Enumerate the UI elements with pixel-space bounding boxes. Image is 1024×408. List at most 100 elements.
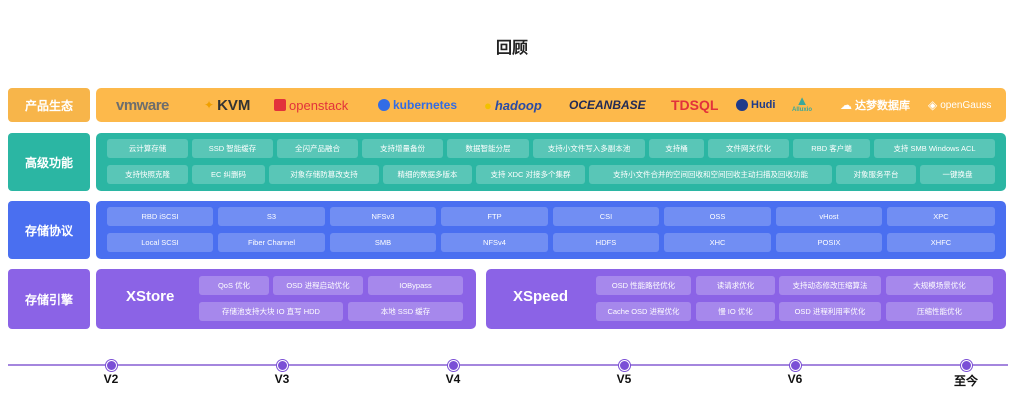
brand-hudi-label: Hudi (751, 99, 776, 111)
feature-pill: 全闪产品融合 (277, 139, 358, 158)
brand-oceanbase-label: OCEANBASE (569, 98, 646, 112)
brand-kubernetes: kubernetes (378, 94, 457, 116)
feature-pill: EC 纠删码 (192, 165, 265, 184)
brand-hadoop: ● hadoop (484, 94, 542, 116)
row-label-advanced: 高级功能 (8, 133, 90, 191)
protocol-panel (96, 201, 1006, 259)
timeline-label-v5: V5 (616, 372, 632, 386)
protocol-pill: SMB (330, 233, 436, 252)
dameng-icon: ☁ (840, 98, 852, 112)
feature-pill: 文件网关优化 (708, 139, 789, 158)
xspeed-pill: 大规模场景优化 (886, 276, 993, 295)
xspeed-pill: OSD 进程利用率优化 (779, 302, 881, 321)
xspeed-panel (486, 269, 1006, 329)
feature-pill: 数据智能分层 (447, 139, 529, 158)
brand-alluxio-label: Alluxio (792, 107, 813, 113)
feature-pill: 支持桶 (649, 139, 704, 158)
brand-opengauss: ◈ openGauss (928, 94, 991, 116)
ecosystem-panel (96, 88, 1006, 122)
brand-hadoop-label: hadoop (494, 97, 542, 113)
feature-pill: 精细的数据多版本 (383, 165, 472, 184)
openstack-icon (274, 99, 286, 111)
feature-pill: 一键换盘 (920, 165, 995, 184)
feature-pill: RBD 客户端 (793, 139, 870, 158)
page-title: 回顾 (495, 40, 528, 57)
protocol-pill: Local SCSI (107, 233, 213, 252)
protocol-pill: POSIX (776, 233, 882, 252)
feature-pill: SSD 智能缓存 (192, 139, 273, 158)
brand-alluxio: ▲ Alluxio (792, 94, 812, 116)
brand-openstack-label: openstack (289, 97, 349, 113)
brand-tdsql: TDSQL (671, 94, 718, 116)
feature-pill: 对象存储防篡改支持 (269, 165, 379, 184)
timeline-label-v3: V3 (274, 372, 290, 386)
timeline-label-v6: V6 (787, 372, 803, 386)
xspeed-pill: 支持动态修改压缩算法 (779, 276, 881, 295)
brand-hudi: Hudi (736, 94, 775, 116)
protocol-pill: HDFS (553, 233, 659, 252)
protocol-pill: Fiber Channel (218, 233, 325, 252)
hudi-icon (736, 99, 748, 111)
row-label-protocol: 存储协议 (8, 201, 90, 259)
xstore-pill: OSD 进程启动优化 (273, 276, 363, 295)
xspeed-pill: 慢 IO 优化 (696, 302, 775, 321)
brand-kvm-label: KVM (217, 96, 251, 114)
brand-oceanbase: OCEANBASE (569, 94, 646, 116)
xstore-pill: IOBypass (368, 276, 463, 295)
timeline-label-v2: V2 (103, 372, 119, 386)
advanced-panel (96, 133, 1006, 191)
xstore-pill: 本地 SSD 缓存 (348, 302, 463, 321)
xspeed-pill: 读请求优化 (696, 276, 775, 295)
row-label-engine: 存储引擎 (8, 269, 90, 329)
feature-pill: 支持快照克隆 (107, 165, 188, 184)
protocol-pill: XHC (664, 233, 771, 252)
kvm-icon: ✦ (204, 98, 215, 112)
timeline-label-v4: V4 (445, 372, 461, 386)
timeline-dot (106, 360, 117, 371)
brand-kvm: ✦ KVM (204, 94, 250, 116)
protocol-pill: OSS (664, 207, 771, 226)
protocol-pill: NFSv3 (330, 207, 436, 226)
protocol-pill: CSI (553, 207, 659, 226)
brand-dameng: ☁ 达梦数据库 (840, 94, 910, 116)
timeline-label-now: 至今 (953, 374, 978, 388)
brand-kubernetes-label: kubernetes (393, 98, 458, 112)
xstore-pill: 存储池支持大块 IO 直写 HDD (199, 302, 343, 321)
feature-pill: 对象服务平台 (836, 165, 916, 184)
timeline-dot (619, 360, 630, 371)
timeline-dot (961, 360, 972, 371)
protocol-pill: FTP (441, 207, 548, 226)
xspeed-pill: Cache OSD 进程优化 (596, 302, 691, 321)
timeline-line (8, 364, 1008, 366)
timeline-dot (448, 360, 459, 371)
protocol-pill: S3 (218, 207, 325, 226)
kubernetes-icon (378, 99, 390, 111)
brand-openstack: openstack (274, 94, 348, 116)
brand-vmware: vmware (116, 94, 169, 116)
protocol-pill: RBD iSCSI (107, 207, 213, 226)
feature-pill: 支持小文件写入多副本池 (533, 139, 645, 158)
timeline-dot (790, 360, 801, 371)
feature-pill: 云计算存储 (107, 139, 188, 158)
brand-vmware-label: vmware (116, 96, 169, 114)
protocol-pill: XHFC (887, 233, 995, 252)
alluxio-icon: ▲ (795, 93, 809, 108)
feature-pill: 支持增量备份 (362, 139, 443, 158)
brand-tdsql-label: TDSQL (671, 97, 719, 113)
protocol-pill: NFSv4 (441, 233, 548, 252)
xstore-name: XStore (126, 288, 175, 305)
xspeed-pill: 压缩性能优化 (886, 302, 993, 321)
xspeed-name: XSpeed (513, 288, 569, 305)
xstore-pill: QoS 优化 (199, 276, 269, 295)
feature-pill: 支持小文件合并的空间回收和空间回收主动扫描及回收功能 (589, 165, 832, 184)
protocol-pill: XPC (887, 207, 995, 226)
brand-opengauss-label: openGauss (940, 99, 992, 111)
protocol-pill: vHost (776, 207, 882, 226)
brand-dameng-label: 达梦数据库 (855, 100, 910, 112)
row-label-ecosystem: 产品生态 (8, 88, 90, 122)
xstore-panel (96, 269, 476, 329)
feature-pill: 支持 SMB Windows ACL (874, 139, 995, 158)
hadoop-icon: ● (484, 97, 492, 113)
feature-pill: 支持 XDC 对接多个集群 (476, 165, 585, 184)
opengauss-icon: ◈ (928, 98, 938, 112)
